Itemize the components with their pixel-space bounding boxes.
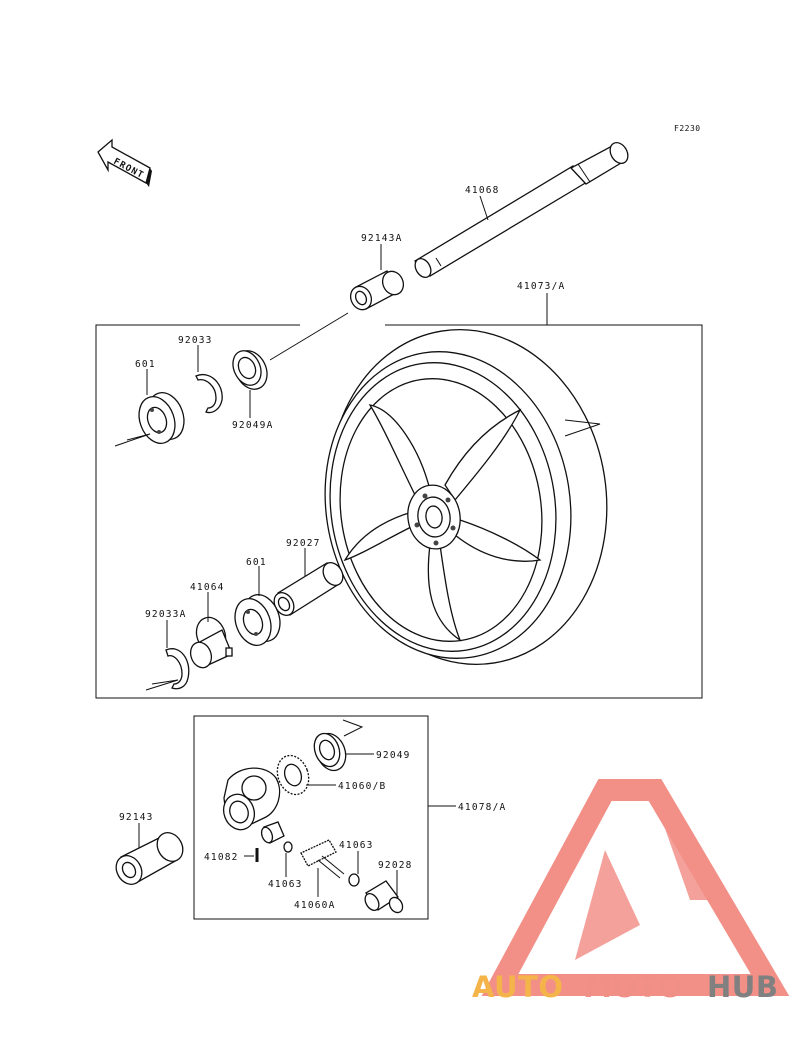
diagram-code: F2230 (674, 124, 701, 133)
wheel-rim (324, 329, 608, 665)
arrow-92049 (342, 719, 364, 737)
label-92033: 92033 (178, 335, 213, 346)
label-41064: 41064 (190, 582, 225, 593)
logo-text-hub: HUB (707, 970, 778, 1004)
label-601-bottom: 601 (246, 557, 267, 568)
label-41060B: 41060/B (338, 781, 386, 792)
seal-92049A (232, 350, 268, 390)
front-arrow-icon: FRONT (97, 138, 152, 187)
label-41073A: 41073/A (517, 281, 565, 292)
label-92049A: 92049A (232, 420, 274, 431)
pinion-41060A (300, 839, 345, 879)
bushing-92028 (364, 880, 404, 914)
collar-92143 (115, 832, 184, 885)
wheel-assembly-box (95, 324, 703, 699)
seal-92049 (313, 732, 347, 772)
collar-92143A (349, 270, 405, 311)
arrow-92033A (145, 679, 179, 691)
label-41060A: 41060A (294, 900, 336, 911)
label-41063-left: 41063 (268, 879, 303, 890)
automotohub-logo: AUTO MOTO HUB (472, 779, 790, 1004)
label-41068: 41068 (465, 185, 500, 196)
label-41082: 41082 (204, 852, 239, 863)
gear-bushing (260, 821, 285, 844)
logo-text-moto: MOTO (583, 970, 683, 1004)
label-92143: 92143 (119, 812, 154, 823)
bearing-601-top (138, 392, 185, 444)
drive-dog-41064 (189, 616, 233, 669)
gear-41060B (276, 754, 310, 796)
circlip-92033A (165, 648, 190, 690)
leader-41068 (479, 195, 489, 221)
axis-line (269, 312, 349, 361)
washer-41063-left (283, 841, 293, 853)
logo-text-auto: AUTO (472, 970, 564, 1004)
arrow-wheel (564, 419, 601, 437)
label-92049: 92049 (376, 750, 411, 761)
arrow-601-top (114, 433, 151, 447)
label-92028: 92028 (378, 860, 413, 871)
label-601-top: 601 (135, 359, 156, 370)
label-92143A: 92143A (361, 233, 403, 244)
washer-41063-right (348, 873, 360, 887)
label-41063-right: 41063 (339, 840, 374, 851)
gear-assembly-box (193, 715, 429, 920)
bearing-601-bottom (234, 594, 281, 646)
spacer-92027 (273, 562, 344, 616)
axle-41068 (413, 142, 629, 278)
label-41078A: 41078/A (458, 802, 506, 813)
label-92027: 92027 (286, 538, 321, 549)
circlip-92033 (195, 374, 223, 414)
gear-housing (222, 767, 281, 831)
label-92033A: 92033A (145, 609, 187, 620)
